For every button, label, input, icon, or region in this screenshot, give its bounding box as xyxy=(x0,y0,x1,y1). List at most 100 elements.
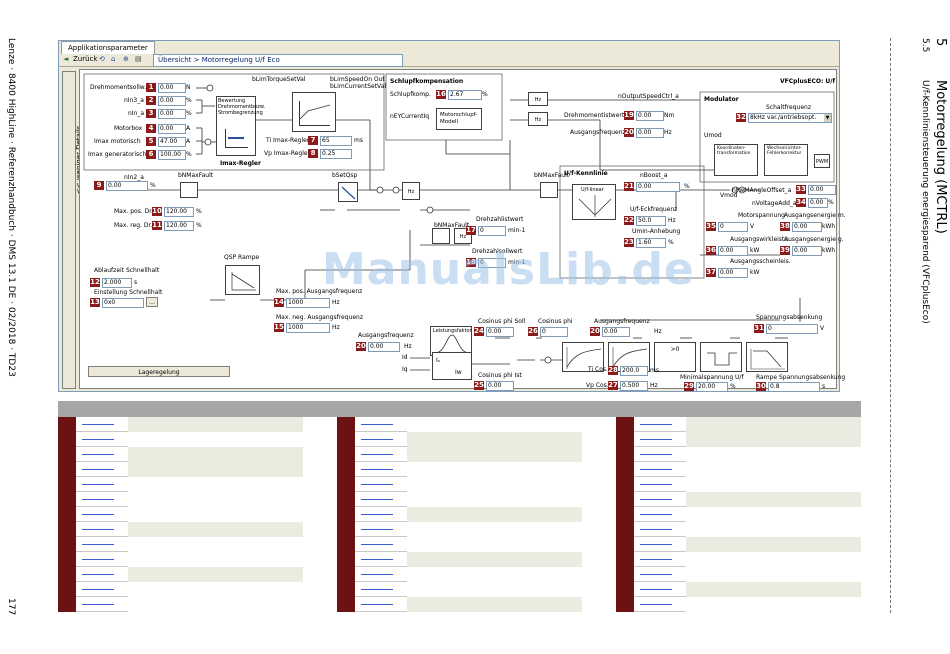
table-row xyxy=(337,582,582,597)
parameter-link[interactable] xyxy=(361,589,393,590)
energie2-field[interactable]: 0.00 xyxy=(792,246,822,256)
drehzahlsollwert-field[interactable]: 0 xyxy=(478,258,506,268)
cosphi-ist-field[interactable]: 0.00 xyxy=(486,381,514,391)
parameter-link[interactable] xyxy=(361,574,393,575)
parameter-link[interactable] xyxy=(82,529,114,530)
imax-generatorisch-field[interactable]: 100.00 xyxy=(158,150,186,160)
nin-field[interactable]: 0.00 xyxy=(158,109,186,119)
parameter-link[interactable] xyxy=(361,424,393,425)
parameter-link[interactable] xyxy=(82,499,114,500)
rampe-field[interactable]: 0.8 xyxy=(768,382,820,392)
parameter-link[interactable] xyxy=(640,439,672,440)
bottom-ausgangsfreq-field[interactable]: 0.00 xyxy=(368,342,400,352)
parameter-link[interactable] xyxy=(82,589,114,590)
table-row xyxy=(337,492,582,507)
energie1-field[interactable]: 0.00 xyxy=(792,222,822,232)
einstellung-browse-button[interactable]: … xyxy=(146,297,158,307)
ausgang-top-field[interactable]: 0.00 xyxy=(602,327,630,337)
parameter-link[interactable] xyxy=(640,514,672,515)
imax-motorisch-field[interactable]: 47.00 xyxy=(158,137,186,147)
parameter-link[interactable] xyxy=(82,574,114,575)
min-spannung-field[interactable]: 20.00 xyxy=(696,382,728,392)
zoom-icon[interactable]: ⊕ xyxy=(123,55,129,63)
print-icon[interactable]: ▤ xyxy=(135,55,142,63)
parameter-link[interactable] xyxy=(361,529,393,530)
vp-cos-field[interactable]: 0.500 xyxy=(620,381,648,391)
einstellung-field[interactable]: 0x0 xyxy=(102,298,144,308)
refresh-icon[interactable]: ⟲ xyxy=(99,55,105,63)
vp-imax-field[interactable]: 0.25 xyxy=(320,149,352,159)
parameter-link[interactable] xyxy=(82,454,114,455)
row-marker xyxy=(58,432,76,447)
parameter-link[interactable] xyxy=(640,559,672,560)
parameter-link[interactable] xyxy=(361,499,393,500)
parameter-link[interactable] xyxy=(82,439,114,440)
parameter-link[interactable] xyxy=(640,499,672,500)
table-row xyxy=(58,447,303,462)
parameter-link[interactable] xyxy=(361,544,393,545)
nin2-field[interactable]: 0.00 xyxy=(106,181,148,191)
back-arrow-icon[interactable]: ◄ xyxy=(63,55,69,63)
parameter-link[interactable] xyxy=(640,574,672,575)
parameter-link[interactable] xyxy=(361,469,393,470)
max-neg-freq-field[interactable]: 1000 xyxy=(286,323,330,333)
absenkung-field[interactable]: 0 xyxy=(766,324,818,334)
parameter-link[interactable] xyxy=(82,604,114,605)
cosphi-soll-field[interactable]: 0.00 xyxy=(486,327,514,337)
ti-imax-field[interactable]: 65 xyxy=(320,136,352,146)
max-reg-dr-field[interactable]: 120.00 xyxy=(164,221,194,231)
param-marker-7: 7 xyxy=(308,136,318,145)
parameter-link[interactable] xyxy=(640,454,672,455)
parameter-link[interactable] xyxy=(640,424,672,425)
less-details-button[interactable]: << weniger Details xyxy=(62,71,83,389)
eckfreq-field[interactable]: 50.0 xyxy=(636,216,666,226)
vp-cos-label: Vp Cos. xyxy=(586,382,609,389)
parameter-link[interactable] xyxy=(640,604,672,605)
schlupfkomp-field[interactable]: 2.67 xyxy=(448,90,482,100)
motorbox-field[interactable]: 0.00 xyxy=(158,124,186,134)
table-cell xyxy=(128,447,303,462)
table-row xyxy=(616,432,861,447)
ausgangsfrequenz-top-field[interactable]: 0.00 xyxy=(636,128,664,138)
parameter-link[interactable] xyxy=(640,529,672,530)
parameter-link[interactable] xyxy=(361,439,393,440)
drehmomentistwert-field[interactable]: 0.00 xyxy=(636,111,664,121)
motorspannung-field[interactable]: 0 xyxy=(718,222,748,232)
lageregelung-button[interactable]: Lageregelung xyxy=(88,366,230,377)
parameter-link[interactable] xyxy=(82,484,114,485)
schaltfrequenz-select[interactable]: 8kHz var./antriebsopt. ▼ xyxy=(748,113,832,123)
parameter-link[interactable] xyxy=(640,589,672,590)
drehzahlistwert-field[interactable]: 0 xyxy=(478,226,506,236)
back-button[interactable]: Zurück xyxy=(73,55,98,63)
parameter-link[interactable] xyxy=(640,484,672,485)
umin-field[interactable]: 1.60 xyxy=(636,238,666,248)
cosphi-ist-label: Cosinus phi Ist xyxy=(478,372,522,379)
home-icon[interactable]: ⌂ xyxy=(111,55,116,63)
pwm-angle-field[interactable]: 0.00 xyxy=(808,185,836,195)
ti-cos-field[interactable]: 200.0 xyxy=(620,366,648,376)
cosphi-top-field[interactable]: 0 xyxy=(540,327,568,337)
parameter-link[interactable] xyxy=(361,604,393,605)
nboost-field[interactable]: 0.00 xyxy=(636,182,680,192)
parameter-link[interactable] xyxy=(82,544,114,545)
parameter-link[interactable] xyxy=(361,514,393,515)
scheinleistung-field[interactable]: 0.00 xyxy=(718,268,748,278)
parameter-link[interactable] xyxy=(82,424,114,425)
voltage-add-field[interactable]: 0.00 xyxy=(808,198,828,208)
parameter-link[interactable] xyxy=(82,559,114,560)
parameter-link[interactable] xyxy=(361,484,393,485)
tab-applikationsparameter[interactable]: Applikationsparameter xyxy=(61,41,155,54)
parameter-link[interactable] xyxy=(640,469,672,470)
parameter-link[interactable] xyxy=(361,559,393,560)
parameter-link[interactable] xyxy=(361,454,393,455)
parameter-link[interactable] xyxy=(640,544,672,545)
parameter-link[interactable] xyxy=(82,469,114,470)
parameter-link[interactable] xyxy=(82,514,114,515)
drehmomentsollw-field[interactable]: 0.00 xyxy=(158,83,186,93)
max-pos-dr-field[interactable]: 120.00 xyxy=(164,207,194,217)
nin3-field[interactable]: 0.00 xyxy=(158,96,186,106)
chevron-down-icon[interactable]: ▼ xyxy=(824,114,831,122)
ablaufzeit-field[interactable]: 2.000 xyxy=(102,278,132,288)
max-pos-freq-field[interactable]: 1000 xyxy=(286,298,330,308)
wirkleistung-field[interactable]: 0.00 xyxy=(718,246,748,256)
